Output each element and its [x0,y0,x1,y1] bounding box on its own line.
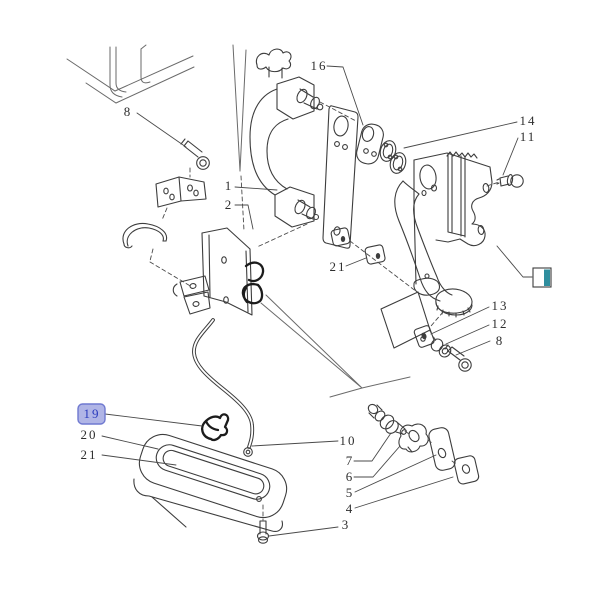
callout-14[interactable]: 14 [520,113,537,128]
cable-part-drawing [192,318,255,457]
callout-11[interactable]: 11 [520,129,537,144]
clips-21-drawing [330,227,386,265]
callout-8-right[interactable]: 8 [496,333,503,348]
callout-20[interactable]: 20 [81,427,98,442]
callout-12[interactable]: 12 [492,316,509,331]
callouts: 8 1 2 16 14 11 21 13 12 8 19 20 21 10 7 … [77,58,537,532]
callout-leader-lines [101,65,533,537]
cab-corner-drawing [66,44,195,104]
door-edge-drawing [232,44,247,172]
bolt-8-top-drawing [180,138,210,170]
callout-2[interactable]: 2 [225,197,232,212]
callout-19-highlighted[interactable]: 19 [77,403,106,425]
callout-13[interactable]: 13 [492,298,509,313]
grommets-drawing [379,140,407,174]
seal-plate-drawing [322,105,359,249]
callout-3[interactable]: 3 [342,517,349,532]
figure-link-box-fill [544,269,550,286]
wire-clip-drawing [122,222,168,249]
callout-19-highlight-box[interactable] [77,403,106,425]
bracket-8-drawing [155,176,207,208]
pad-and-fasteners-drawing [380,291,472,372]
bolt-11-drawing [496,173,524,188]
callout-21-left[interactable]: 21 [81,447,98,462]
latch-part-drawing [172,227,265,316]
bolt-3-drawing [256,504,270,544]
clip-19-drawing [200,413,230,442]
support-bracket-drawing [394,151,493,318]
callout-8-top[interactable]: 8 [124,104,131,119]
assembly-dashed-lines [149,101,500,465]
callout-21-mid[interactable]: 21 [330,259,347,274]
callout-16[interactable]: 16 [311,58,328,73]
handle-part-drawing [249,48,324,228]
lock-parts-drawing [367,403,480,485]
gasket-plate-drawing [356,123,384,165]
callout-6[interactable]: 6 [346,469,353,484]
pointer-wedge-drawing [260,294,411,398]
callout-7[interactable]: 7 [346,453,353,468]
callout-19[interactable]: 19 [84,406,101,421]
callout-1[interactable]: 1 [225,178,232,193]
callout-4[interactable]: 4 [346,501,353,516]
callout-5[interactable]: 5 [346,485,353,500]
callout-10[interactable]: 10 [340,433,357,448]
figure-link-box[interactable] [532,267,552,288]
tray-part-drawing [133,433,288,532]
